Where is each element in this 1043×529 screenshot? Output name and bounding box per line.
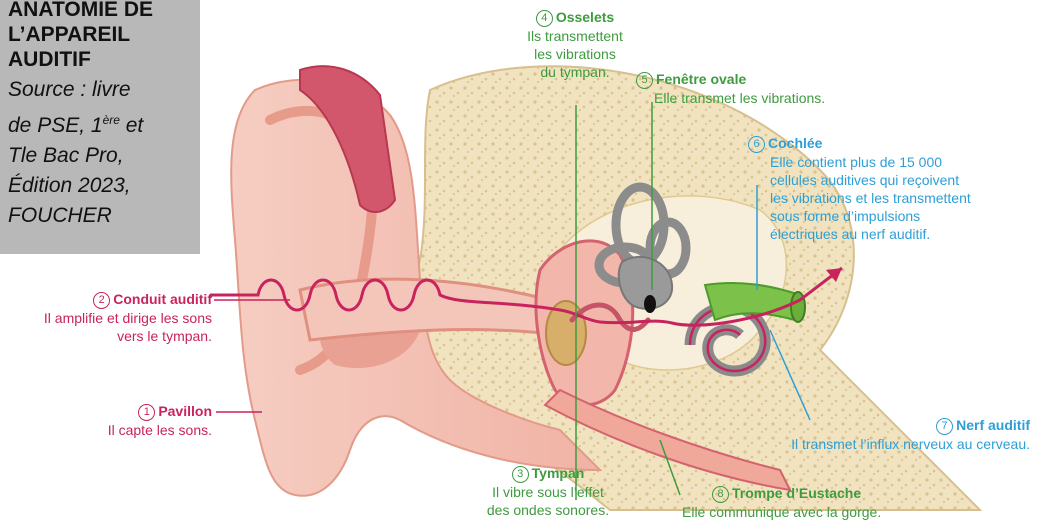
- oval-window: [644, 295, 656, 313]
- source-line-2: de PSE, 1ère et: [8, 105, 194, 141]
- source-line-1: Source : livre: [8, 75, 194, 105]
- title-box: ANATOMIE DE L’APPAREIL AUDITIF Source : …: [0, 0, 200, 254]
- source-line-3: Tle Bac Pro,: [8, 141, 194, 171]
- source-line-4: Édition 2023,: [8, 171, 194, 201]
- source-line-5: FOUCHER: [8, 201, 194, 231]
